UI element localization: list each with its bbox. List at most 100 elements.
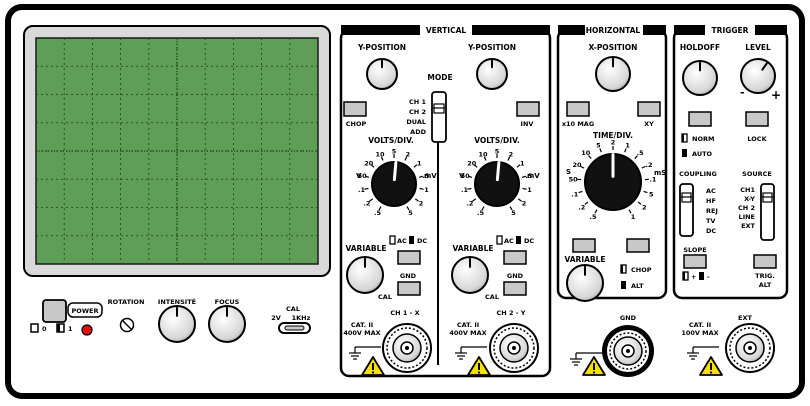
h-variable-knob[interactable] [566, 264, 604, 302]
coupling-hf: HF [706, 197, 716, 205]
xy-button[interactable] [637, 101, 661, 117]
scale-label: .5 [374, 209, 381, 217]
scale-label: 20 [364, 159, 374, 167]
source-line: LINE [739, 213, 755, 221]
svg-text:DC: DC [524, 237, 534, 245]
svg-text:CAL: CAL [286, 305, 300, 313]
y-position-ch2-label: Y-POSITION [467, 43, 516, 52]
scale-label: 50 [461, 172, 471, 180]
scale-label: 10 [581, 149, 591, 157]
ac-dc-ch2-button[interactable] [503, 250, 527, 265]
svg-text:2V: 2V [271, 314, 281, 322]
scale-label: 50 [569, 176, 579, 184]
scale-tick [369, 198, 374, 202]
scale-tick [588, 155, 592, 159]
auto-indicator: AUTO [682, 149, 713, 158]
slope-button[interactable] [683, 254, 707, 269]
variable-ch1-knob[interactable] [346, 256, 384, 294]
trigger-title: TRIGGER [712, 26, 749, 35]
horizontal-left-button[interactable] [572, 238, 596, 253]
chop-button[interactable] [343, 101, 367, 117]
power-label: POWER [72, 307, 99, 315]
y-position-ch2-knob[interactable] [476, 58, 508, 90]
coupling-ac: AC [706, 187, 716, 195]
norm-auto-button[interactable] [688, 111, 712, 127]
warning-icon [467, 356, 491, 376]
trig-alt-button[interactable] [753, 254, 777, 269]
scale-label: .5 [422, 172, 429, 180]
volts-div-ch1-knob[interactable] [371, 161, 417, 207]
source-ch2: CH 2 [738, 204, 755, 212]
level-label: LEVEL [745, 43, 771, 52]
ground-symbol [570, 352, 602, 366]
scale-tick [418, 175, 424, 178]
scale-label: 50 [358, 172, 368, 180]
scale-tick [580, 165, 585, 169]
inv-button[interactable] [516, 101, 540, 117]
scale-label: 1 [417, 159, 422, 167]
scale-label: .1 [571, 190, 578, 198]
holdoff-knob[interactable] [682, 60, 718, 96]
source-switch[interactable] [760, 183, 775, 241]
level-minus: - [740, 86, 745, 99]
ext-bnc[interactable] [725, 323, 775, 373]
scale-unit-s: S [566, 168, 571, 176]
x-position-label: X-POSITION [589, 43, 638, 52]
mode-switch[interactable] [431, 91, 447, 143]
cal-ch1-label: CAL [378, 293, 392, 301]
chop-label: CHOP [346, 120, 367, 128]
variable-ch2-knob[interactable] [451, 256, 489, 294]
scale-label: .1 [461, 186, 468, 194]
x-position-knob[interactable] [595, 56, 631, 92]
gnd-bnc[interactable] [602, 325, 654, 377]
coupling-rej: REJ [706, 207, 718, 215]
horizontal-right-button[interactable] [626, 238, 650, 253]
lock-button[interactable] [745, 111, 769, 127]
volts-div-ch2-label: VOLTS/DIV. [474, 136, 520, 145]
gnd-ch1-button[interactable] [397, 281, 421, 296]
ch2-bnc[interactable] [489, 323, 539, 373]
ac-dc-ch1-button[interactable] [397, 250, 421, 265]
scale-tick [643, 190, 648, 194]
ground-symbol [349, 346, 381, 360]
ch1-bnc[interactable] [382, 323, 432, 373]
scale-label: 1 [625, 141, 630, 149]
scale-tick [414, 198, 419, 202]
x10-mag-button[interactable] [566, 101, 590, 117]
gnd-ch2-button[interactable] [503, 281, 527, 296]
scale-tick [521, 175, 527, 178]
svg-text:AC: AC [397, 237, 407, 245]
volts-div-ch2-knob[interactable] [474, 161, 520, 207]
focus-knob[interactable] [208, 305, 246, 343]
scale-unit-v: V [459, 172, 465, 180]
intensite-knob[interactable] [158, 305, 196, 343]
scale-label: 5 [495, 148, 500, 156]
source-ch1: CH1 [740, 186, 755, 194]
level-knob[interactable] [740, 58, 776, 94]
warning-icon [361, 356, 385, 376]
on-symbol: 1 [56, 323, 73, 333]
coupling-switch[interactable] [679, 183, 694, 237]
lock-label: LOCK [747, 135, 767, 143]
scale-label: .2 [466, 199, 473, 207]
time-div-knob[interactable] [584, 153, 642, 211]
ch2-cat-label: CAT. II [457, 321, 479, 329]
scale-tick [483, 156, 487, 161]
svg-text:-: - [707, 273, 710, 281]
scale-tick [364, 187, 369, 190]
ac-dc-ch1: AC DC [389, 235, 427, 245]
y-position-ch1-label: Y-POSITION [357, 43, 406, 52]
scale-tick [637, 201, 642, 205]
svg-text:AUTO: AUTO [692, 150, 713, 158]
warning-icon [699, 356, 723, 376]
scale-label: .5 [590, 213, 597, 221]
y-position-ch1-knob[interactable] [366, 58, 398, 90]
trig-alt-label-2: ALT [759, 281, 772, 289]
svg-text:+: + [691, 273, 696, 281]
scale-tick [628, 209, 632, 214]
power-button[interactable] [42, 299, 67, 323]
rotation-screw[interactable] [119, 317, 135, 333]
scale-tick [364, 175, 370, 178]
scale-label: 2 [509, 151, 514, 159]
